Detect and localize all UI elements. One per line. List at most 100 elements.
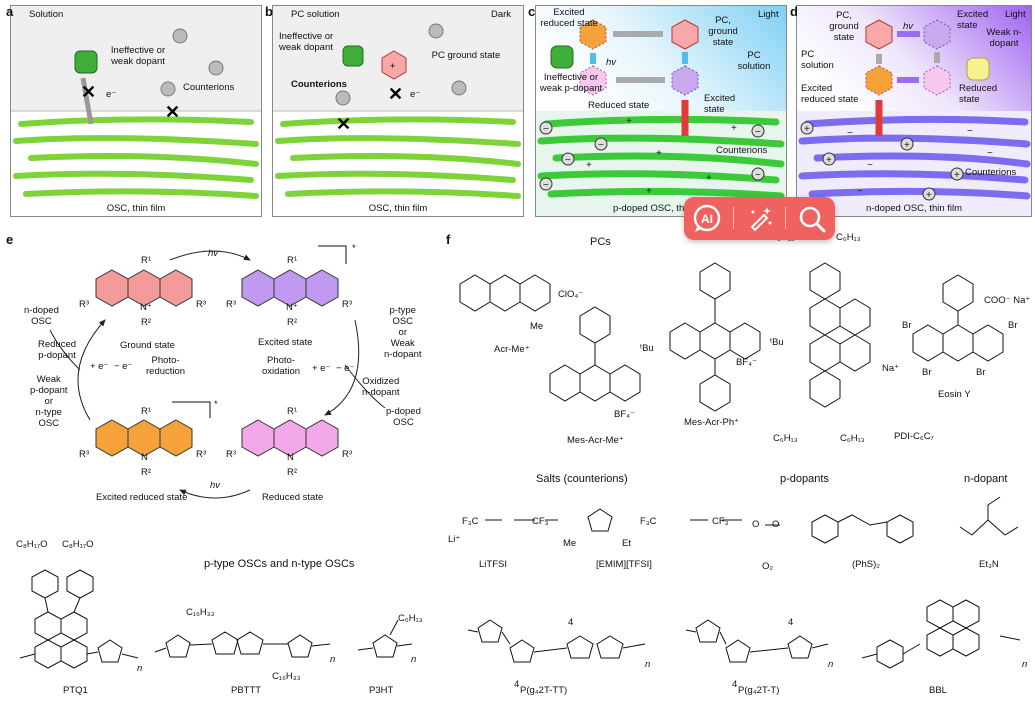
minus-e-left: − e⁻ (114, 361, 133, 372)
svg-text:✕: ✕ (81, 82, 96, 102)
toolbar-separator (733, 207, 734, 229)
svg-text:−: − (543, 124, 549, 135)
dopant-square (74, 50, 98, 74)
litfsi-cf3-left: F₃C (462, 516, 479, 527)
tbu-right: ᵗBu (770, 337, 784, 348)
weak-p-dopant-label: Weak p-dopant or n-type OSC (30, 374, 68, 429)
hv-label: hv (903, 21, 914, 32)
svg-text:+: + (626, 116, 632, 127)
svg-text:+: + (656, 148, 662, 159)
hv-label: hv (606, 57, 617, 68)
ai-assistant-button[interactable]: AI (692, 203, 723, 234)
r3-exred-r: R³ (196, 449, 207, 460)
svg-text:+: + (390, 61, 395, 71)
plus-e-left: + e⁻ (90, 361, 109, 372)
li-label: Li⁺ (448, 534, 461, 545)
reduced-label: Reduced state (959, 83, 998, 105)
svg-text:+: + (804, 124, 810, 135)
br-3: Br (922, 367, 932, 378)
ai-text: AI (701, 212, 713, 226)
mes-acr-me-label: Mes-Acr-Me⁺ (567, 435, 624, 446)
emim-tfsi-label: [EMIM][TFSI] (596, 559, 652, 570)
pg42ttt-sub4-top: 4 (568, 617, 574, 628)
r3-ground-l: R³ (79, 299, 90, 310)
panel-letter-b: b (265, 4, 273, 19)
r3-exred-l: R³ (79, 449, 90, 460)
ptq1-n: n (137, 663, 143, 674)
p3ht-c6: C₆H₁₃ (398, 613, 423, 624)
excited-state-molecule (241, 245, 347, 307)
panel-letter-a: a (6, 4, 14, 19)
photoreduction-label: Photo- reduction (146, 355, 186, 377)
toolbar-separator (785, 207, 786, 229)
osc-title: p-type OSCs and n-type OSCs (204, 558, 355, 570)
n-exred: N (141, 452, 148, 463)
reduced-label: Reduced state (588, 100, 650, 111)
excited-reduced-star: * (214, 399, 218, 410)
corner-label: Solution (29, 9, 64, 20)
panel-letter-f: f (446, 232, 451, 247)
svg-text:−: − (857, 186, 863, 197)
n-reduced: N (287, 452, 294, 463)
pc-structures (459, 262, 1004, 412)
pdi-c6-bottom-left: C₆H₁₃ (773, 433, 798, 444)
oxidized-n-dopant-label: Oxidized n-dopant (362, 376, 400, 398)
panel-b: + ✕ ✕ PC solution Dark Ineffective or we… (272, 5, 524, 217)
svg-text:−: − (755, 127, 761, 138)
weak-n-dopant-label: Weak n-dopant (986, 27, 1022, 49)
svg-text:−: − (867, 160, 873, 171)
pbttt-c16-bottom: C₁₆H₃₃ (272, 671, 301, 682)
pc-ground-label: PC, ground state (829, 10, 859, 43)
br-1: Br (902, 320, 912, 331)
phs2-label: (PhS)₂ (852, 559, 880, 570)
excited-label: Excited state (704, 93, 736, 115)
pg42tt-sub4-top: 4 (788, 617, 794, 628)
light-label: Light (758, 9, 779, 20)
salt-structures (485, 496, 1019, 544)
reduced-state-molecule (241, 419, 339, 457)
electron-label: e⁻ (410, 89, 421, 100)
et3n-label: Et₃N (979, 559, 999, 570)
pg42ttt-label: P(g₄2T-TT) (520, 685, 568, 696)
pc-ground-label: PC, ground state (708, 15, 738, 48)
dark-label: Dark (491, 9, 512, 20)
emim-cf3-right: CF₃ (712, 516, 729, 527)
svg-text:✕: ✕ (388, 84, 403, 104)
r2-exred: R² (141, 467, 152, 478)
bf4-label-1: BF₄⁻ (614, 409, 636, 420)
pdi-c6-top-right: C₆H₁₃ (836, 232, 861, 243)
pc-hexagon (381, 50, 407, 80)
ground-state-molecule (95, 269, 193, 307)
r3-ground-r: R³ (196, 299, 207, 310)
svg-text:+: + (646, 186, 652, 197)
dopant-label: Ineffective or weak dopant (279, 31, 334, 53)
excited-reduced-label: Excited reduced state (96, 492, 188, 503)
p3ht-label: P3HT (369, 685, 394, 696)
pc-solution-label: PC solution (801, 49, 834, 71)
panel-letter-c: c (528, 4, 536, 19)
bbl-n: n (1022, 659, 1028, 670)
counterions-label: Counterions (965, 167, 1017, 178)
search-button[interactable] (796, 203, 827, 234)
counterions-label: Counterions (716, 145, 768, 156)
panel-caption: p-doped OSC, thin film (612, 203, 710, 214)
hv-top: hv (208, 248, 219, 259)
emim-cf3-left: F₃C (640, 516, 657, 527)
mes-acr-ph-label: Mes-Acr-Ph⁺ (684, 417, 740, 428)
r3-red-l: R³ (226, 449, 237, 460)
panel-letter-e: e (6, 232, 14, 247)
n-doped-osc-label: n-doped OSC (24, 305, 59, 327)
bbl-label: BBL (929, 685, 947, 696)
n-excited: N⁺ (286, 302, 298, 313)
br-2: Br (1008, 320, 1018, 331)
svg-text:✕: ✕ (165, 102, 180, 122)
na-label: Na⁺ (882, 363, 900, 374)
svg-text:−: − (755, 170, 761, 181)
acridinium-cycle (49, 245, 386, 499)
osc-polymer-structures (19, 569, 1021, 669)
ptq1-c8-right: C₈H₁₇O (62, 539, 94, 550)
magic-edit-button[interactable] (744, 203, 775, 234)
panel-letter-d: d (790, 4, 798, 19)
o2-label: O₂ (762, 561, 774, 572)
pg42tt-n: n (828, 659, 834, 670)
